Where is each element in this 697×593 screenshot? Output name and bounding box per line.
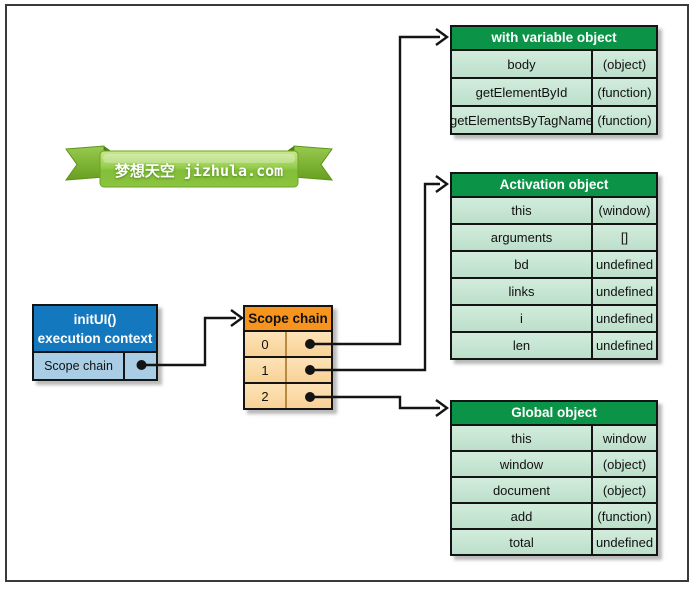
property-cell: bd <box>452 252 593 277</box>
pointer-dot-cell <box>287 332 331 356</box>
value-cell: (function) <box>597 112 652 128</box>
value-cell: (window) <box>598 203 651 218</box>
table-row: getElementById (function) <box>452 77 656 105</box>
with-variable-object-table: with variable object body (object) getEl… <box>450 25 658 135</box>
scope-chain-pointer-row: Scope chain <box>34 351 156 379</box>
property-cell: window <box>452 452 593 476</box>
property-cell: this <box>452 198 593 223</box>
watermark-text: 梦想天空 jizhula.com <box>114 161 284 180</box>
table-title: Activation object <box>452 174 656 196</box>
value-cell: undefined <box>595 257 654 272</box>
value-cell: (object) <box>602 456 647 472</box>
scope-index: 1 <box>245 358 287 382</box>
execution-context-title: initUI() execution context <box>34 306 156 351</box>
value-cell: (object) <box>602 56 647 72</box>
table-row: arguments [] <box>452 223 656 250</box>
property-cell: this <box>452 426 593 450</box>
value-cell: (function) <box>597 84 652 100</box>
value-cell: undefined <box>595 338 654 353</box>
value-cell: undefined <box>595 534 654 550</box>
table-row: bd undefined <box>452 250 656 277</box>
property-cell: links <box>452 279 593 304</box>
global-object-table: Global object this window window (object… <box>450 400 658 556</box>
execution-context-box: initUI() execution context Scope chain <box>32 304 158 381</box>
scope-index: 0 <box>245 332 287 356</box>
table-row: total undefined <box>452 528 656 554</box>
value-cell: (function) <box>597 508 652 524</box>
property-cell: getElementById <box>452 79 593 105</box>
scope-chain-row-1: 1 <box>245 356 331 382</box>
value-cell: (object) <box>602 482 647 498</box>
table-row: len undefined <box>452 331 656 358</box>
property-cell: body <box>452 51 593 77</box>
table-row: body (object) <box>452 49 656 77</box>
property-cell: len <box>452 333 593 358</box>
watermark-ribbon: 梦想天空 jizhula.com <box>64 143 334 191</box>
property-cell: getElementsByTagName <box>450 107 593 133</box>
property-cell: arguments <box>452 225 593 250</box>
property-cell: add <box>452 504 593 528</box>
execution-context-title-line2: execution context <box>37 331 153 346</box>
table-title: Global object <box>452 402 656 424</box>
table-row: add (function) <box>452 502 656 528</box>
scope-index: 2 <box>245 384 287 408</box>
table-row: links undefined <box>452 277 656 304</box>
value-cell: undefined <box>595 311 654 326</box>
value-cell: undefined <box>595 284 654 299</box>
value-cell: window <box>602 430 647 446</box>
ribbon-shape <box>64 145 334 188</box>
execution-context-title-line1: initUI() <box>73 312 117 327</box>
property-cell: document <box>452 478 593 502</box>
pointer-dot-cell <box>287 384 331 408</box>
scope-chain-row-2: 2 <box>245 382 331 408</box>
table-row: this (window) <box>452 196 656 223</box>
value-cell: [] <box>620 230 629 245</box>
pointer-dot-cell <box>125 353 156 379</box>
scope-chain-table-title: Scope chain <box>245 307 331 330</box>
table-row: i undefined <box>452 304 656 331</box>
table-row: document (object) <box>452 476 656 502</box>
scope-chain-row-label: Scope chain <box>34 353 125 379</box>
table-title: with variable object <box>452 27 656 49</box>
property-cell: total <box>452 530 593 554</box>
pointer-dot-cell <box>287 358 331 382</box>
table-row: this window <box>452 424 656 450</box>
activation-object-table: Activation object this (window) argument… <box>450 172 658 360</box>
scope-chain-row-0: 0 <box>245 330 331 356</box>
property-cell: i <box>452 306 593 331</box>
table-row: getElementsByTagName (function) <box>450 105 656 133</box>
scope-chain-table: Scope chain 0 1 2 <box>243 305 333 410</box>
table-row: window (object) <box>452 450 656 476</box>
